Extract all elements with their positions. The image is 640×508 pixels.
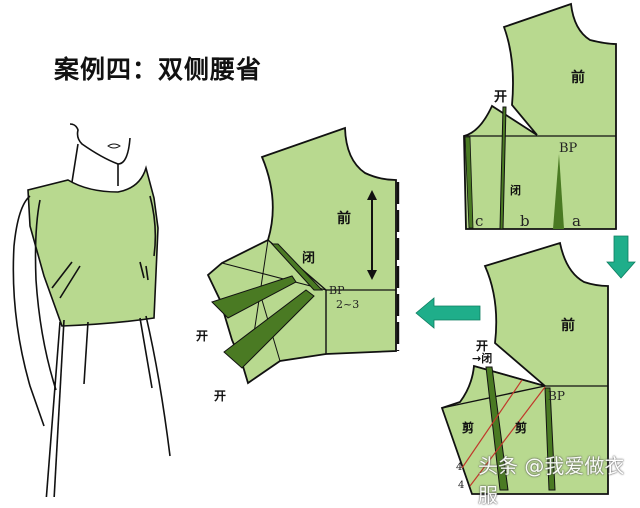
bp-label-bottom: BP [548, 389, 565, 403]
open-label-top: 开 [494, 90, 507, 105]
front-label-middle: 前 [337, 210, 351, 227]
close-label-middle: 闭 [302, 250, 315, 266]
bp-label-middle: BP [329, 284, 345, 297]
dart-label-a: a [572, 212, 581, 230]
side-number-1: 4 [456, 462, 462, 473]
cut-label-1: 剪 [462, 420, 474, 435]
side-number-2: 4 [458, 480, 464, 491]
bottom-right-pattern: 前 开 →闭 BP 剪 剪 4 4 [440, 241, 609, 495]
page-title: 案例四：双侧腰省 [54, 55, 263, 84]
dart-label-c: c [475, 212, 483, 230]
bodice-figure [12, 123, 171, 497]
top-right-pattern: 前 开 闭 BP c b a [463, 2, 617, 230]
diagram-canvas: 前 开 闭 BP c b a 前 闭 BP 2~3 开 开 [12, 2, 636, 497]
close-label-bottom: →闭 [472, 351, 492, 365]
front-label-top: 前 [571, 69, 585, 86]
close-label-top: 闭 [510, 183, 521, 197]
dart-label-b: b [520, 212, 530, 230]
arrow-down-icon [606, 235, 636, 279]
middle-pattern: 前 闭 BP 2~3 开 开 [196, 126, 400, 403]
measure-label: 2~3 [336, 298, 359, 311]
arrow-left-icon [415, 297, 481, 329]
bp-label-top: BP [559, 141, 578, 156]
open-label-1: 开 [196, 329, 208, 343]
watermark: 头条 @我爱做衣服 [478, 454, 625, 507]
open-label-bottom: 开 [476, 339, 488, 353]
cut-label-2: 剪 [515, 420, 527, 435]
open-label-2: 开 [214, 389, 226, 403]
front-label-bottom: 前 [561, 317, 575, 334]
